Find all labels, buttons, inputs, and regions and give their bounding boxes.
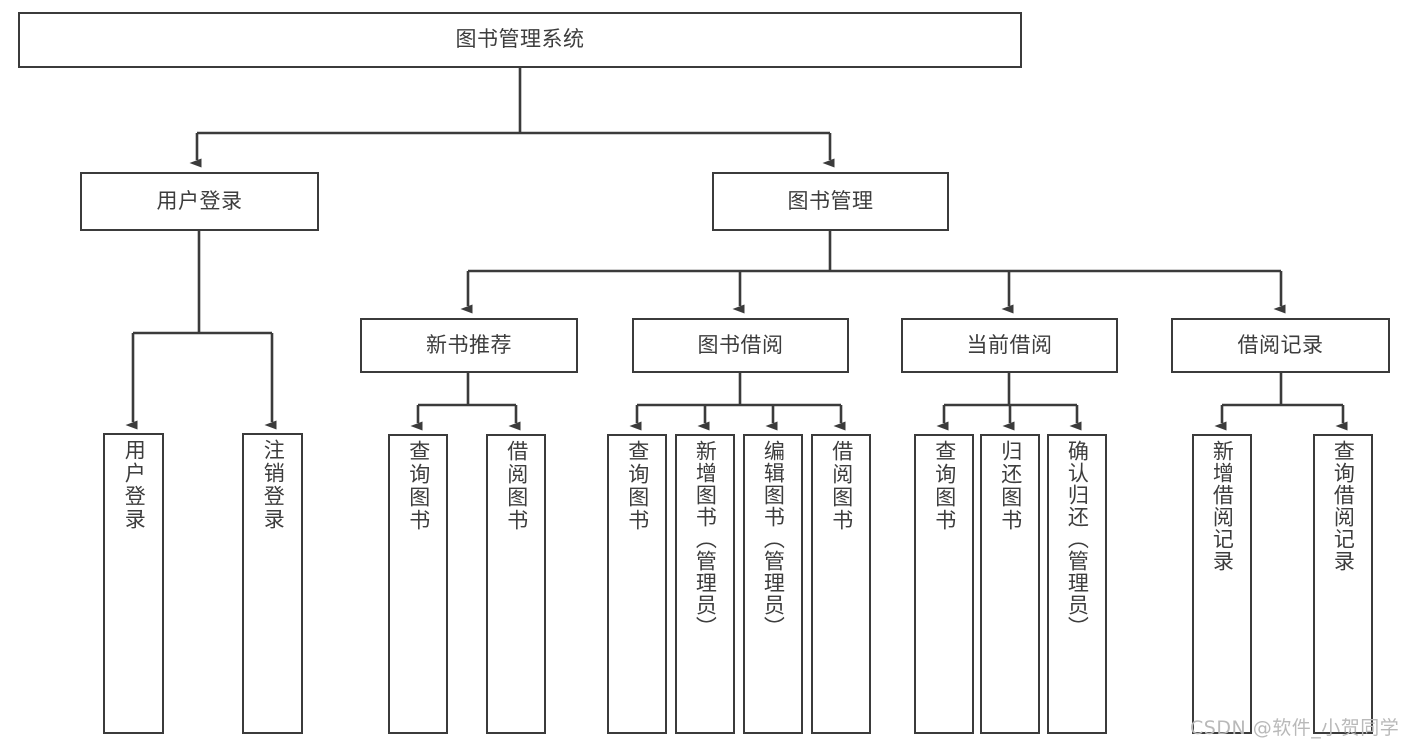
leaf-add-borrow-record[interactable]: 新增借阅记录 bbox=[1192, 434, 1252, 734]
node-user-login-label: 用户登录 bbox=[156, 188, 243, 213]
node-book-manage[interactable]: 图书管理 bbox=[712, 172, 949, 231]
leaf-confirm-return-admin-label: 确认归还（管理员） bbox=[1065, 440, 1090, 638]
node-root[interactable]: 图书管理系统 bbox=[18, 12, 1022, 68]
leaf-borrow-book-1[interactable]: 借阅图书 bbox=[486, 434, 546, 734]
leaf-query-book-2[interactable]: 查询图书 bbox=[607, 434, 667, 734]
node-borrow-record[interactable]: 借阅记录 bbox=[1171, 318, 1390, 373]
leaf-user-login-label: 用户登录 bbox=[122, 439, 147, 531]
leaf-logout-login[interactable]: 注销登录 bbox=[242, 433, 303, 734]
node-book-borrow-label: 图书借阅 bbox=[697, 332, 784, 357]
node-new-book-recommend-label: 新书推荐 bbox=[426, 332, 512, 357]
leaf-edit-book-admin[interactable]: 编辑图书（管理员） bbox=[743, 434, 803, 734]
leaf-add-book-admin-label: 新增图书（管理员） bbox=[693, 440, 718, 638]
leaf-query-book-2-label: 查询图书 bbox=[625, 440, 650, 532]
leaf-add-borrow-record-label: 新增借阅记录 bbox=[1210, 440, 1235, 572]
leaf-borrow-book-2[interactable]: 借阅图书 bbox=[811, 434, 871, 734]
node-new-book-recommend[interactable]: 新书推荐 bbox=[360, 318, 578, 373]
leaf-query-book-3[interactable]: 查询图书 bbox=[914, 434, 974, 734]
node-borrow-record-label: 借阅记录 bbox=[1237, 332, 1324, 357]
csdn-watermark: CSDN @软件_小贺同学 bbox=[1190, 717, 1400, 739]
leaf-add-book-admin[interactable]: 新增图书（管理员） bbox=[675, 434, 735, 734]
node-book-manage-label: 图书管理 bbox=[787, 188, 874, 213]
leaf-query-borrow-record[interactable]: 查询借阅记录 bbox=[1313, 434, 1373, 734]
leaf-confirm-return-admin[interactable]: 确认归还（管理员） bbox=[1047, 434, 1107, 734]
leaf-user-login[interactable]: 用户登录 bbox=[103, 433, 164, 734]
leaf-return-book-label: 归还图书 bbox=[998, 440, 1023, 532]
leaf-query-borrow-record-label: 查询借阅记录 bbox=[1331, 440, 1356, 572]
leaf-edit-book-admin-label: 编辑图书（管理员） bbox=[761, 440, 786, 638]
node-book-borrow[interactable]: 图书借阅 bbox=[632, 318, 849, 373]
leaf-query-book-3-label: 查询图书 bbox=[932, 440, 957, 532]
node-root-label: 图书管理系统 bbox=[455, 27, 585, 52]
leaf-logout-login-label: 注销登录 bbox=[261, 439, 286, 531]
node-user-login[interactable]: 用户登录 bbox=[80, 172, 319, 231]
leaf-query-book-1-label: 查询图书 bbox=[406, 440, 431, 532]
leaf-query-book-1[interactable]: 查询图书 bbox=[388, 434, 448, 734]
leaf-borrow-book-1-label: 借阅图书 bbox=[504, 440, 529, 532]
node-current-borrow[interactable]: 当前借阅 bbox=[901, 318, 1118, 373]
node-current-borrow-label: 当前借阅 bbox=[966, 332, 1053, 357]
leaf-return-book[interactable]: 归还图书 bbox=[980, 434, 1040, 734]
leaf-borrow-book-2-label: 借阅图书 bbox=[829, 440, 854, 532]
